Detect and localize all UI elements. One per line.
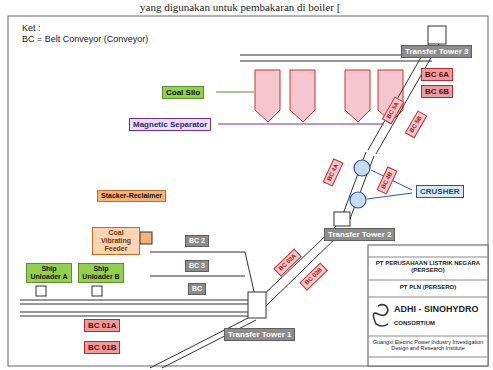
node-text: Stacker-Reclaimer bbox=[101, 192, 162, 200]
label-text: PT PERUSAHAAN LISTRIK NEGARA (PERSERO) bbox=[376, 260, 480, 273]
leader-line bbox=[218, 124, 384, 125]
label-text: Guangxi Electric Power Industry Investig… bbox=[373, 339, 484, 351]
node-text: BC 2 bbox=[189, 237, 205, 245]
unloader-box: Ship Unloader B bbox=[78, 263, 124, 283]
node-text: CRUSHER bbox=[420, 187, 460, 196]
node-text: Coal Silo bbox=[166, 88, 200, 97]
tower-symbol bbox=[248, 292, 266, 318]
crusher-box: CRUSHER bbox=[416, 185, 464, 198]
caption-fragment: yang digunakan untuk pembakaran di boile… bbox=[140, 1, 340, 14]
node-text: Transfer Tower 1 bbox=[228, 330, 291, 339]
tower-symbol bbox=[334, 212, 350, 226]
separator-box: Magnetic Separator bbox=[129, 118, 211, 131]
stacker-symbol bbox=[140, 232, 152, 244]
conveyor-line bbox=[150, 276, 245, 277]
transfer-tower-box: Transfer Tower 2 bbox=[324, 228, 395, 241]
tower-symbol bbox=[428, 26, 446, 44]
label-text: PT PLN (PERSERO) bbox=[400, 284, 456, 290]
title-block-text: CONSORTIUM bbox=[394, 320, 435, 327]
node-text: BC 01A bbox=[88, 321, 116, 330]
company-logo bbox=[373, 305, 388, 326]
feeder-box: Coal Vibrating Feeder bbox=[92, 227, 140, 255]
label-text: CONSORTIUM bbox=[394, 320, 435, 326]
title-block-text: PT PLN (PERSERO) bbox=[371, 284, 485, 291]
unloader-box: Ship Unloader A bbox=[26, 263, 72, 283]
conveyor-line bbox=[20, 312, 252, 313]
note-text: BC = Belt Conveyor (Conveyor) bbox=[22, 34, 148, 44]
node-text: Magnetic Separator bbox=[133, 120, 207, 129]
silo-symbol bbox=[255, 70, 280, 122]
conveyor-box: BC 6A bbox=[421, 68, 453, 81]
node-text: BC 01B bbox=[88, 343, 116, 352]
conveyor-line bbox=[348, 156, 374, 224]
leader-lines bbox=[216, 92, 412, 199]
coal-silos bbox=[255, 70, 403, 122]
node-text: BC bbox=[192, 285, 202, 293]
label-text: Ket : bbox=[22, 23, 41, 33]
crusher-symbol bbox=[354, 160, 370, 176]
title-block-rule bbox=[368, 336, 488, 337]
title-block bbox=[368, 245, 488, 366]
note-text: Ket : bbox=[22, 23, 41, 33]
crusher-symbol bbox=[350, 192, 366, 208]
silo-box: Coal Silo bbox=[162, 86, 204, 99]
conveyor-box: BC 2 bbox=[185, 235, 209, 247]
title-block-rule bbox=[368, 297, 488, 298]
label-text: yang digunakan untuk pembakaran di boile… bbox=[140, 1, 340, 13]
conveyor-box: BC 6B bbox=[421, 85, 453, 98]
transfer-tower-box: Transfer Tower 1 bbox=[224, 328, 295, 341]
conveyor-line bbox=[20, 300, 252, 301]
title-block-text: PT PERUSAHAAN LISTRIK NEGARA (PERSERO) bbox=[371, 260, 485, 274]
node-text: Transfer Tower 3 bbox=[405, 47, 468, 56]
label-text: ADHI - SINOHYDRO bbox=[394, 304, 479, 314]
stacker-box: Stacker-Reclaimer bbox=[97, 190, 166, 202]
leader-line bbox=[367, 193, 412, 199]
conveyor-line bbox=[150, 252, 245, 253]
conveyor-line bbox=[266, 230, 344, 306]
title-block-rule bbox=[368, 257, 488, 258]
conveyor-box: BC 01B bbox=[84, 341, 120, 354]
unloader-symbol bbox=[92, 286, 102, 296]
silo-symbol bbox=[290, 70, 315, 122]
node-text: BC 6A bbox=[425, 70, 449, 79]
conveyor-line bbox=[240, 61, 432, 62]
conveyor-box: BC bbox=[188, 283, 206, 295]
conveyor-line bbox=[245, 252, 255, 296]
node-text: BC 6B bbox=[425, 87, 449, 96]
title-block-rule bbox=[368, 357, 488, 358]
drawing-frame bbox=[8, 16, 488, 366]
node-text: Ship Unloader A bbox=[30, 265, 68, 281]
conveyor-line bbox=[20, 304, 252, 305]
transfer-tower-box: Transfer Tower 3 bbox=[401, 45, 472, 58]
conveyor-line bbox=[20, 316, 252, 317]
title-block-text: ADHI - SINOHYDRO bbox=[394, 304, 479, 314]
unloader-symbol bbox=[36, 286, 46, 296]
node-text: Ship Unloader B bbox=[82, 265, 120, 281]
crusher-symbols bbox=[350, 160, 370, 208]
title-block-rule bbox=[368, 280, 488, 281]
conveyor-box: BC 01A bbox=[84, 319, 120, 332]
node-text: Coal Vibrating Feeder bbox=[96, 229, 136, 253]
title-block-frame bbox=[368, 245, 488, 366]
conveyor-box: BC 3 bbox=[185, 260, 209, 272]
silo-symbol bbox=[345, 70, 370, 122]
node-text: BC 3 bbox=[189, 262, 205, 270]
label-text: BC = Belt Conveyor (Conveyor) bbox=[22, 34, 148, 44]
leader-line bbox=[216, 92, 254, 93]
node-text: Transfer Tower 2 bbox=[328, 230, 391, 239]
conveyor-line bbox=[150, 318, 248, 368]
title-block-text: Guangxi Electric Power Industry Investig… bbox=[371, 339, 485, 352]
